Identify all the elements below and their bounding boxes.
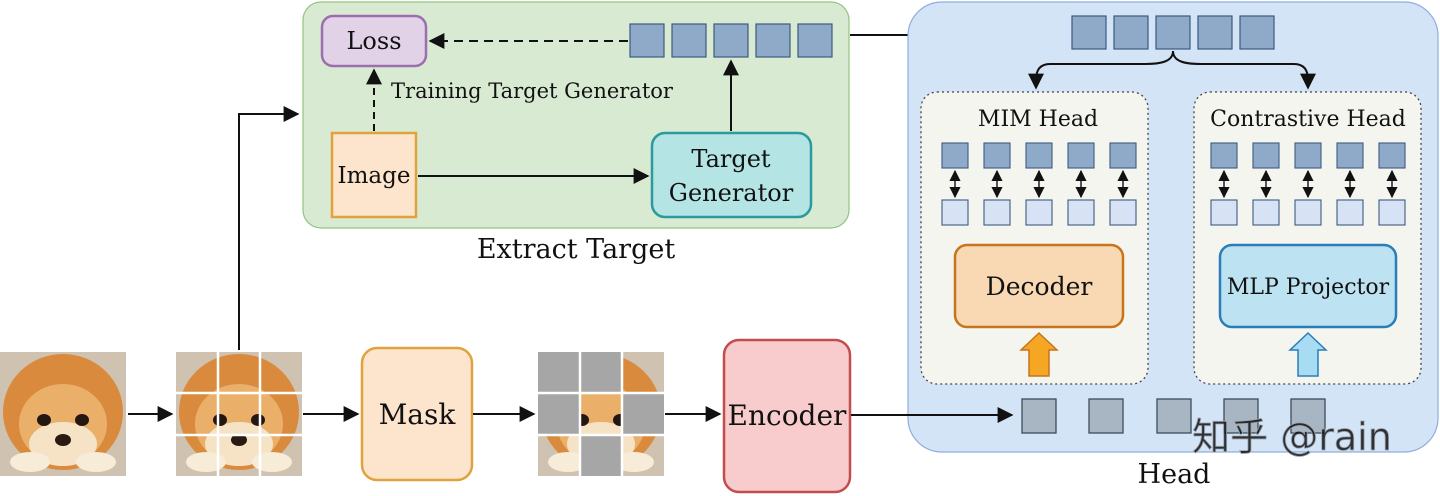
mlp-projector-box: MLP Projector: [1218, 243, 1398, 329]
split-arrow-right: [1172, 50, 1316, 90]
contrastive-target-token: [1336, 142, 1364, 169]
target-token: [755, 23, 791, 58]
head-target-token: [1197, 15, 1233, 50]
target-token: [629, 23, 665, 58]
mim-target-token: [1067, 142, 1095, 169]
target-token-row: [629, 23, 833, 58]
split-arrow-left: [1028, 50, 1174, 90]
head-target-token-row: [1071, 15, 1275, 50]
decoder-label: Decoder: [986, 272, 1093, 301]
contrastive-pred-token: [1252, 199, 1280, 226]
head-target-token: [1155, 15, 1191, 50]
mask-box: Mask: [360, 346, 474, 482]
mim-target-token: [941, 142, 969, 169]
masked-image: [538, 352, 664, 476]
contrastive-head-title: Contrastive Head: [1210, 107, 1406, 132]
loss-box: Loss: [320, 14, 428, 68]
target-generator-label-line2: Generator: [669, 179, 794, 207]
head-target-token: [1071, 15, 1107, 50]
contrastive-target-token: [1378, 142, 1406, 169]
head-target-token: [1239, 15, 1275, 50]
patched-image: [176, 352, 302, 476]
mask-label: Mask: [379, 398, 457, 431]
head-target-token: [1113, 15, 1149, 50]
encoder-output-token-row: [1021, 398, 1326, 434]
patches-to-target-arrow: [238, 106, 300, 350]
extract-target-title: Extract Target: [477, 234, 676, 265]
training-target-generator-caption: Training Target Generator: [391, 79, 674, 103]
image-box: Image: [330, 131, 418, 219]
mim-target-token: [1025, 142, 1053, 169]
encoder-box: Encoder: [722, 338, 852, 494]
image-label: Image: [338, 163, 411, 189]
contrastive-target-token: [1210, 142, 1238, 169]
decoder-box: Decoder: [953, 243, 1125, 329]
projector-input-arrow: [1288, 331, 1328, 377]
target-token: [797, 23, 833, 58]
mim-pred-token: [1109, 199, 1137, 226]
decoder-input-arrow: [1019, 331, 1059, 377]
target-token: [671, 23, 707, 58]
contrastive-target-token: [1252, 142, 1280, 169]
encoded-token: [1156, 398, 1192, 434]
encoded-token: [1088, 398, 1124, 434]
mim-pred-token: [1025, 199, 1053, 226]
encoded-token: [1290, 398, 1326, 434]
mim-pred-token: [1067, 199, 1095, 226]
mim-pred-token: [941, 199, 969, 226]
mim-pred-token: [983, 199, 1011, 226]
input-image: [0, 352, 126, 476]
mlp-projector-label: MLP Projector: [1227, 275, 1390, 300]
encoded-token: [1021, 398, 1057, 434]
mim-target-token: [1109, 142, 1137, 169]
mim-target-token: [983, 142, 1011, 169]
encoded-token: [1223, 398, 1259, 434]
encoder-label: Encoder: [728, 399, 848, 432]
contrastive-pred-token: [1378, 199, 1406, 226]
contrastive-pred-token: [1210, 199, 1238, 226]
watermark: 知乎 @rain: [1192, 415, 1392, 459]
loss-label: Loss: [346, 27, 401, 55]
contrastive-pred-token: [1294, 199, 1322, 226]
head-title: Head: [1138, 459, 1211, 490]
mim-token-pairs: [941, 142, 1137, 226]
contrastive-token-pairs: [1210, 142, 1406, 226]
contrastive-target-token: [1294, 142, 1322, 169]
mim-head-title: MIM Head: [978, 107, 1098, 132]
target-token: [713, 23, 749, 58]
target-generator-box: Target Generator: [650, 131, 813, 219]
contrastive-pred-token: [1336, 199, 1364, 226]
target-generator-label-line1: Target: [691, 145, 770, 173]
